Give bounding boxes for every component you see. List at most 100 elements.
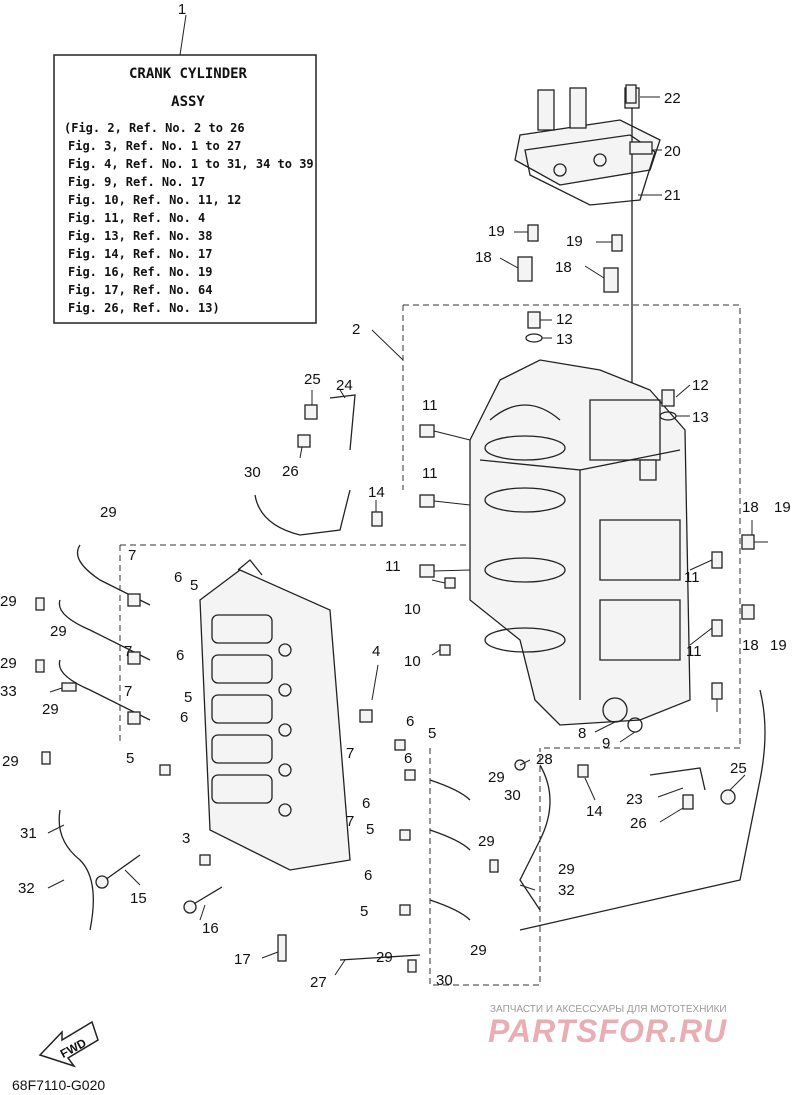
leader-lines: [47, 96, 768, 976]
legend-subtitle: ASSY: [171, 94, 205, 110]
callout-label: 11: [422, 465, 438, 482]
callout-label: 19: [488, 223, 505, 240]
callout-label: 7: [346, 745, 354, 762]
callout-label: 29: [42, 701, 59, 718]
callout-label: 6: [176, 647, 184, 664]
callout-label: 9: [602, 735, 610, 752]
callout-label: 19: [774, 499, 791, 516]
callout-label: 20: [664, 143, 681, 160]
callout-label: 18: [555, 259, 572, 276]
callout-label: 5: [126, 750, 134, 767]
legend-line: Fig. 4, Ref. No. 1 to 31, 34 to 39: [68, 157, 314, 171]
callout-label: 5: [184, 689, 192, 706]
callout-label: 5: [366, 821, 374, 838]
callout-label: 2: [352, 321, 360, 338]
callout-label: 15: [130, 890, 147, 907]
callout-label: 18: [742, 499, 759, 516]
legend-line: Fig. 17, Ref. No. 64: [68, 283, 213, 297]
callout-label: 12: [556, 311, 573, 328]
callout-label: 29: [488, 769, 505, 786]
callout-label: 25: [304, 371, 321, 388]
callout-label: 7: [346, 813, 354, 830]
callout-label: 13: [692, 409, 709, 426]
legend-box: 1 CRANK CYLINDER ASSY (Fig. 2, Ref. No. …: [53, 1, 317, 324]
callout-label: 29: [376, 949, 393, 966]
callout-label: 7: [128, 547, 136, 564]
callout-label: 13: [556, 331, 573, 348]
callout-label: 11: [385, 558, 401, 575]
callout-label: 16: [202, 920, 219, 937]
callout-label: 7: [124, 683, 132, 700]
callout-label: 24: [336, 377, 353, 394]
callout-label: 8: [578, 725, 586, 742]
callout-label: 6: [362, 795, 370, 812]
callout-label: 4: [372, 643, 380, 660]
callout-label: 22: [664, 90, 681, 107]
callout-label: 10: [404, 601, 421, 618]
callout-label: 6: [404, 750, 412, 767]
legend-line: Fig. 3, Ref. No. 1 to 27: [68, 139, 241, 153]
watermark: ЗАПЧАСТИ И АКСЕССУАРЫ ДЛЯ МОТОТЕХНИКИ PA…: [488, 1004, 727, 1049]
callout-label: 28: [536, 751, 553, 768]
callout-label: 26: [282, 463, 299, 480]
callout-label: 29: [0, 655, 17, 672]
legend-line: Fig. 13, Ref. No. 38: [68, 229, 213, 243]
callout-label: 12: [692, 377, 709, 394]
callout-label: 30: [436, 972, 453, 989]
callout-label: 18: [742, 637, 759, 654]
legend-line: Fig. 9, Ref. No. 17: [68, 175, 205, 189]
hoses: [58, 489, 766, 961]
callout-label: 6: [180, 709, 188, 726]
legend-line: (Fig. 2, Ref. No. 2 to 26: [64, 121, 245, 135]
callout-label: 29: [558, 861, 575, 878]
callout-label: 27: [310, 974, 327, 991]
callout-label: 6: [406, 713, 414, 730]
callout-label: 32: [18, 880, 35, 897]
callout-label: 33: [0, 683, 17, 700]
callout-label: 14: [368, 484, 385, 501]
callout-label: 18: [475, 249, 492, 266]
diagram-code: 68F7110-G020: [12, 1077, 105, 1093]
legend-line: Fig. 10, Ref. No. 11, 12: [68, 193, 241, 207]
callout-label: 17: [234, 951, 251, 968]
callout-label: 32: [558, 882, 575, 899]
callout-label: 11: [684, 569, 700, 586]
legend-ref-number: 1: [178, 1, 186, 18]
callout-label: 31: [20, 825, 37, 842]
callout-label: 19: [770, 637, 787, 654]
callout-label: 30: [244, 464, 261, 481]
crankcase-block: [469, 359, 691, 733]
callout-label: 6: [174, 569, 182, 586]
legend-line: Fig. 11, Ref. No. 4: [68, 211, 205, 225]
callout-label: 25: [730, 760, 747, 777]
watermark-brand: PARTSFOR.RU: [488, 1013, 727, 1049]
callout-label: 3: [182, 830, 190, 847]
legend-line: Fig. 16, Ref. No. 19: [68, 265, 213, 279]
legend-title: CRANK CYLINDER: [129, 66, 248, 82]
callout-label: 6: [364, 867, 372, 884]
callout-label: 29: [2, 753, 19, 770]
callout-label: 29: [100, 504, 117, 521]
callout-label: 14: [586, 803, 603, 820]
callout-label: 29: [0, 593, 17, 610]
cylinder-block: [199, 559, 351, 871]
callout-label: 10: [404, 653, 421, 670]
callout-label: 5: [360, 903, 368, 920]
legend-line: Fig. 26, Ref. No. 13): [68, 301, 220, 315]
fwd-arrow: FWD: [38, 1020, 99, 1068]
callout-label: 19: [566, 233, 583, 250]
callout-label: 5: [428, 725, 436, 742]
callout-label: 21: [664, 187, 681, 204]
callout-label: 26: [630, 815, 647, 832]
callout-label: 7: [124, 643, 132, 660]
callout-label: 29: [470, 942, 487, 959]
callout-label: 23: [626, 791, 643, 808]
callout-label: 5: [190, 577, 198, 594]
callout-label: 29: [478, 833, 495, 850]
callout-label: 11: [686, 643, 702, 660]
callout-label: 29: [50, 623, 67, 640]
callout-label: 11: [422, 397, 438, 414]
callout-label: 30: [504, 787, 521, 804]
bolts: [35, 84, 755, 973]
